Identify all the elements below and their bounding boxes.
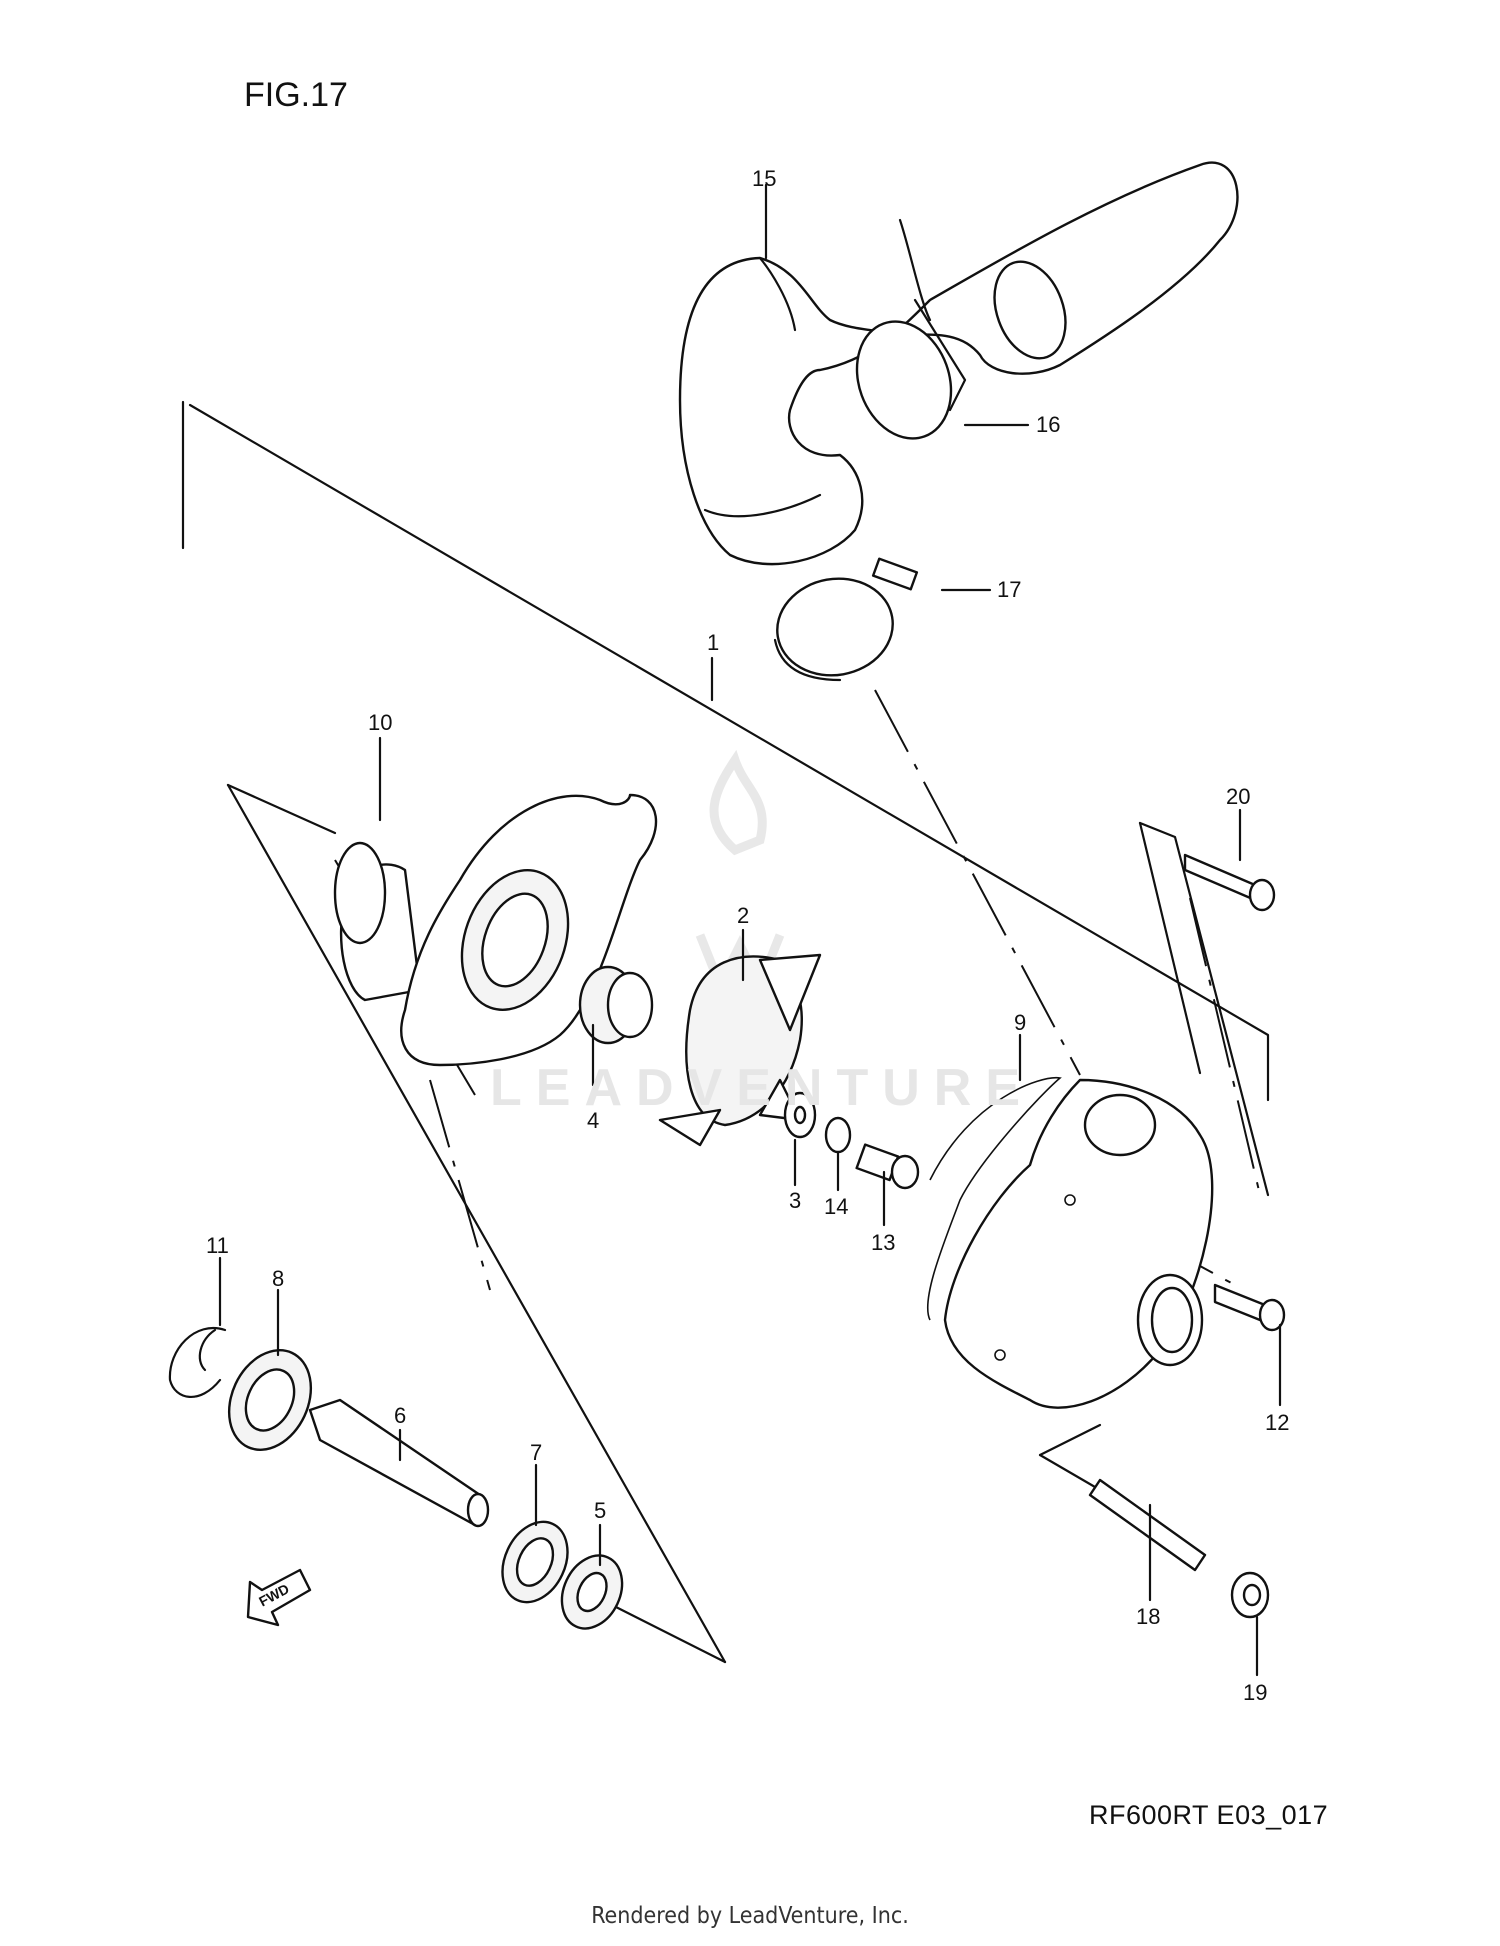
callout-12: 12	[1265, 1410, 1290, 1435]
nut-part-19	[1230, 1571, 1270, 1619]
callout-17: 17	[997, 577, 1022, 602]
radiator-hose-part-15	[678, 161, 1239, 566]
callout-7: 7	[530, 1440, 543, 1465]
callout-9: 9	[1014, 1010, 1027, 1035]
shaft-part-6	[308, 1398, 490, 1528]
footer-credit: Rendered by LeadVenture, Inc.	[591, 1903, 909, 1929]
leader-lines	[218, 183, 1282, 1677]
washer-part-3	[783, 1091, 817, 1139]
watermark-text: LEADVENTURE	[490, 1059, 1035, 1117]
callout-3: 3	[789, 1188, 802, 1213]
fwd-arrow-icon	[246, 1568, 312, 1627]
hose-clamp-part-16	[855, 298, 967, 440]
washer-part-14	[824, 1116, 852, 1154]
callout-5: 5	[594, 1498, 607, 1523]
callout-16: 16	[1036, 412, 1061, 437]
oil-seal-part-5	[560, 1554, 624, 1630]
bolt-part-13	[855, 1143, 920, 1190]
callout-4: 4	[587, 1108, 600, 1133]
callout-14: 14	[824, 1194, 849, 1219]
mechanical-seal-part-4	[578, 965, 654, 1045]
callout-15: 15	[752, 166, 777, 191]
watermark-logo	[695, 749, 785, 996]
hose-clamp-part-17	[773, 557, 919, 682]
callout-1: 1	[707, 630, 720, 655]
callout-8: 8	[272, 1266, 285, 1291]
figure-title: FIG.17	[244, 76, 348, 114]
callout-10: 10	[368, 710, 393, 735]
pump-cover-part-9	[926, 1076, 1214, 1409]
drawing-code: RF600RT E03_017	[1089, 1800, 1329, 1830]
callout-18: 18	[1136, 1604, 1161, 1629]
assembly-outline	[181, 400, 1270, 1664]
stud-bolt-part-18	[1088, 1478, 1207, 1572]
callout-11: 11	[206, 1233, 229, 1258]
bearing-part-7	[501, 1520, 569, 1604]
impeller-part-2	[658, 953, 822, 1147]
bearing-part-8	[227, 1349, 313, 1451]
callout-6: 6	[394, 1403, 407, 1428]
pump-body-part-10	[333, 793, 658, 1067]
callout-2: 2	[737, 903, 750, 928]
bolt-part-20	[1183, 853, 1276, 912]
circlip-part-11	[168, 1327, 227, 1398]
callout-19: 19	[1243, 1680, 1268, 1705]
bolt-part-12	[1213, 1283, 1286, 1332]
callout-20: 20	[1226, 784, 1251, 809]
callout-13: 13	[871, 1230, 896, 1255]
